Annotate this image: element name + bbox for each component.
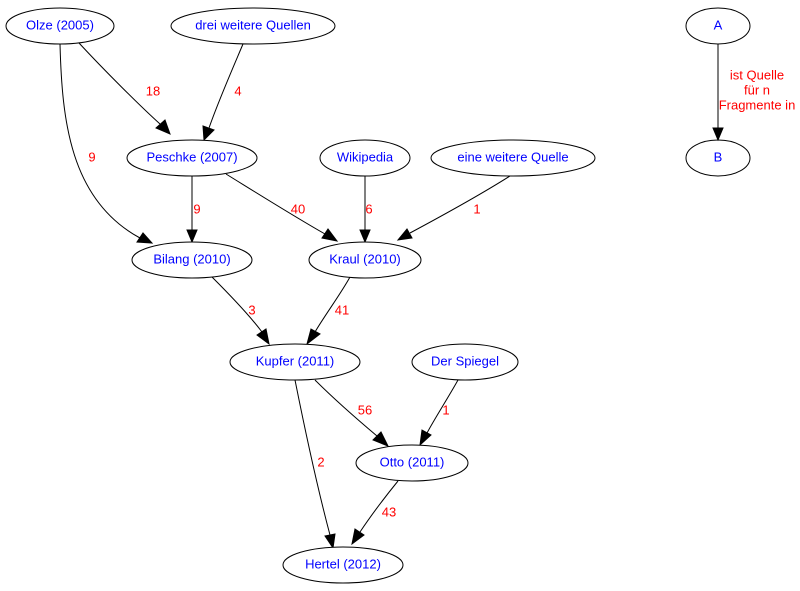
node-label: Otto (2011) <box>380 454 445 469</box>
edge-label: 2 <box>317 454 324 469</box>
edge-label: 40 <box>291 201 305 216</box>
node-ellipse <box>319 139 411 177</box>
edge-arrowhead <box>321 228 339 242</box>
edge-label: 4 <box>234 83 241 98</box>
edge-olze-to-peschke: 18 <box>78 42 171 135</box>
node-label: Hertel (2012) <box>305 556 381 571</box>
node-ellipse <box>308 241 422 279</box>
node-ellipse <box>430 139 596 177</box>
edge-arrowhead <box>202 125 215 142</box>
node-ellipse <box>282 546 404 584</box>
node-kraul: Kraul (2010) <box>308 241 422 279</box>
edge-label: 43 <box>382 504 396 519</box>
edge-spiegel-to-otto: 1 <box>419 379 459 447</box>
edge-label: 9 <box>88 149 95 164</box>
node-ellipse <box>229 343 361 381</box>
edge-line <box>409 175 511 234</box>
edge-line <box>294 379 331 536</box>
node-kupfer: Kupfer (2011) <box>229 343 361 381</box>
edge-arrowhead <box>256 328 270 346</box>
edge-line <box>78 42 161 125</box>
legend-edge-text-line: Fragmente in <box>719 97 796 112</box>
node-label: drei weitere Quellen <box>195 17 311 32</box>
edge-arrowhead <box>351 528 365 546</box>
edge-arrowhead <box>306 328 321 346</box>
edge-drei-to-peschke: 4 <box>202 43 244 142</box>
node-ellipse <box>5 7 115 45</box>
edge-line <box>211 276 263 333</box>
node-ellipse <box>355 444 469 482</box>
edge-arrowhead <box>155 119 171 135</box>
edge-label: 6 <box>365 201 372 216</box>
legend-node-b-label: B <box>714 149 723 164</box>
edge-line <box>208 43 244 129</box>
node-ellipse <box>126 139 258 177</box>
edge-line <box>314 379 378 437</box>
node-label: Kraul (2010) <box>329 251 401 266</box>
edge-label: 3 <box>248 302 255 317</box>
edge-line <box>59 43 141 239</box>
edge-line <box>426 379 459 434</box>
legend: A B ist Quelle für n Fragmente in <box>685 7 796 177</box>
legend-edge-arrowhead <box>712 127 724 142</box>
edge-arrowhead <box>359 229 371 244</box>
node-ellipse <box>131 241 253 279</box>
edge-label: 56 <box>358 402 372 417</box>
node-otto: Otto (2011) <box>355 444 469 482</box>
edge-label: 1 <box>473 201 480 216</box>
edge-arrowhead <box>419 429 432 447</box>
edge-kupfer-to-otto: 56 <box>314 379 390 447</box>
edge-arrowhead <box>186 229 198 244</box>
node-label: Peschke (2007) <box>146 149 237 164</box>
node-label: Kupfer (2011) <box>256 353 335 368</box>
legend-node-a-label: A <box>714 17 723 32</box>
node-label: Bilang (2010) <box>153 251 230 266</box>
node-olze: Olze (2005) <box>5 7 115 45</box>
edge-line <box>225 173 326 235</box>
legend-edge-text-line: ist Quelle <box>730 67 784 82</box>
node-label: Olze (2005) <box>26 17 94 32</box>
edge-olze-to-bilang: 9 <box>59 43 154 244</box>
edge-kraul-to-kupfer: 41 <box>306 276 351 346</box>
edge-kupfer-to-hertel: 2 <box>294 379 336 550</box>
node-label: eine weitere Quelle <box>457 149 568 164</box>
node-drei: drei weitere Quellen <box>170 7 336 45</box>
edge-arrowhead <box>396 228 413 241</box>
node-hertel: Hertel (2012) <box>282 546 404 584</box>
edge-eine-to-kraul: 1 <box>396 175 511 241</box>
edge-peschke-to-kraul: 40 <box>225 173 339 242</box>
node-eine: eine weitere Quelle <box>430 139 596 177</box>
edge-otto-to-hertel: 43 <box>351 480 399 546</box>
edge-label: 41 <box>335 302 349 317</box>
edge-bilang-to-kupfer: 3 <box>211 276 270 346</box>
node-bilang: Bilang (2010) <box>131 241 253 279</box>
edge-arrowhead <box>324 533 336 550</box>
edge-wikipedia-to-kraul: 6 <box>359 176 373 244</box>
node-ellipse <box>170 7 336 45</box>
edge-arrowhead <box>372 431 390 447</box>
edge-line <box>359 480 399 533</box>
node-ellipse <box>411 343 519 381</box>
edge-arrowhead <box>136 232 154 244</box>
node-spiegel: Der Spiegel <box>411 343 519 381</box>
edge-peschke-to-bilang: 9 <box>186 176 201 244</box>
edges-layer: 18 9 4 9 40 6 1 3 41 56 2 1 43 <box>59 42 511 550</box>
node-label: Der Spiegel <box>431 353 499 368</box>
node-peschke: Peschke (2007) <box>126 139 258 177</box>
edge-label: 18 <box>146 83 160 98</box>
node-label: Wikipedia <box>337 149 394 164</box>
edge-label: 1 <box>442 402 449 417</box>
edge-line <box>314 276 351 333</box>
node-wikipedia: Wikipedia <box>319 139 411 177</box>
legend-edge-text-line: für n <box>744 82 770 97</box>
edge-label: 9 <box>193 201 200 216</box>
